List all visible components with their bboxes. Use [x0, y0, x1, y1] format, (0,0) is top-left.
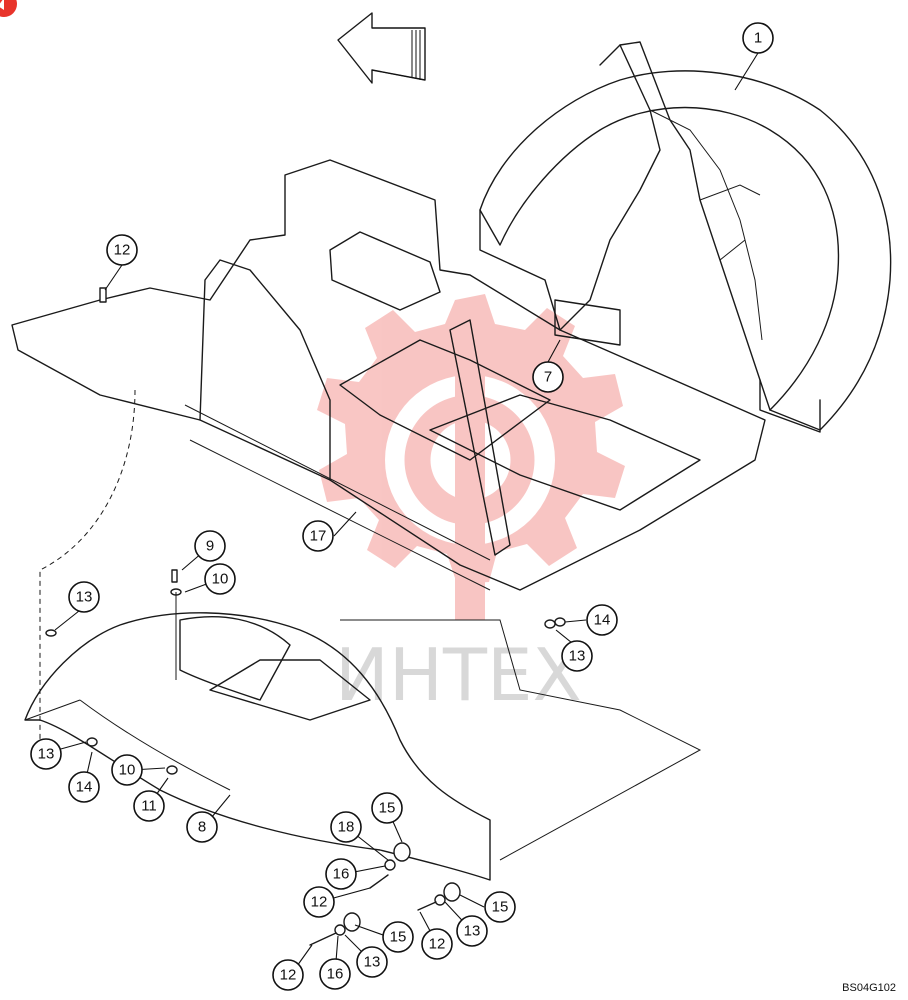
callout-11: 11: [133, 790, 165, 822]
svg-text:14: 14: [594, 612, 611, 629]
cab-floor-plate: [11, 159, 766, 591]
callout-10-bottom: 10: [111, 754, 143, 786]
svg-text:10: 10: [119, 762, 136, 779]
corner-badge-icon: [0, 0, 17, 17]
fender-cover: [24, 612, 491, 881]
left-arrow-icon: [337, 12, 426, 84]
svg-text:12: 12: [280, 967, 297, 984]
callout-13-right: 13: [561, 640, 593, 672]
callout-14-right: 14: [586, 604, 618, 636]
callout-17: 17: [302, 520, 334, 552]
callout-16-mid: 16: [325, 858, 357, 890]
callout-7: 7: [532, 361, 564, 393]
callout-15-top: 15: [371, 792, 403, 824]
svg-text:7: 7: [544, 369, 552, 386]
callout-13-lower-right: 13: [456, 915, 488, 947]
svg-text:10: 10: [212, 571, 229, 588]
svg-text:12: 12: [114, 242, 131, 259]
callout-8: 8: [186, 811, 218, 843]
watermark-logo: [317, 294, 625, 620]
callout-13-left-top: 13: [68, 581, 100, 613]
svg-text:9: 9: [206, 538, 214, 555]
svg-text:15: 15: [379, 800, 396, 817]
callout-12-top: 12: [106, 234, 138, 266]
svg-text:18: 18: [338, 819, 355, 836]
svg-text:13: 13: [569, 648, 586, 665]
callout-10-top: 10: [204, 563, 236, 595]
rear-fender-shell: [479, 41, 892, 433]
callout-9: 9: [194, 530, 226, 562]
svg-text:17: 17: [310, 528, 327, 545]
callout-14-left: 14: [68, 771, 100, 803]
watermark-text: ИНТЕХ: [335, 633, 582, 717]
figure-code: BS04G102: [842, 982, 896, 994]
svg-text:13: 13: [364, 954, 381, 971]
svg-text:11: 11: [141, 798, 157, 815]
callout-15-right: 15: [484, 891, 516, 923]
callout-15-bottom: 15: [382, 921, 414, 953]
callout-13-lower-mid: 13: [356, 946, 388, 978]
svg-text:15: 15: [492, 899, 509, 916]
svg-text:16: 16: [327, 966, 344, 983]
svg-text:13: 13: [38, 746, 55, 763]
callout-13-left-bottom: 13: [30, 738, 62, 770]
svg-text:12: 12: [429, 936, 446, 953]
callout-1: 1: [742, 22, 774, 54]
callout-12-bottom: 12: [272, 959, 304, 991]
svg-text:14: 14: [76, 779, 93, 796]
svg-text:1: 1: [754, 30, 762, 47]
callout-16-bottom: 16: [319, 958, 351, 990]
svg-text:16: 16: [333, 866, 350, 883]
callout-12-right: 12: [421, 928, 453, 960]
callout-12-mid: 12: [303, 886, 335, 918]
callout-18: 18: [330, 811, 362, 843]
svg-text:8: 8: [198, 819, 206, 836]
svg-text:12: 12: [311, 894, 328, 911]
svg-text:13: 13: [464, 923, 481, 940]
svg-text:13: 13: [76, 589, 93, 606]
hardware-parts: [45, 287, 566, 946]
svg-text:15: 15: [390, 929, 407, 946]
